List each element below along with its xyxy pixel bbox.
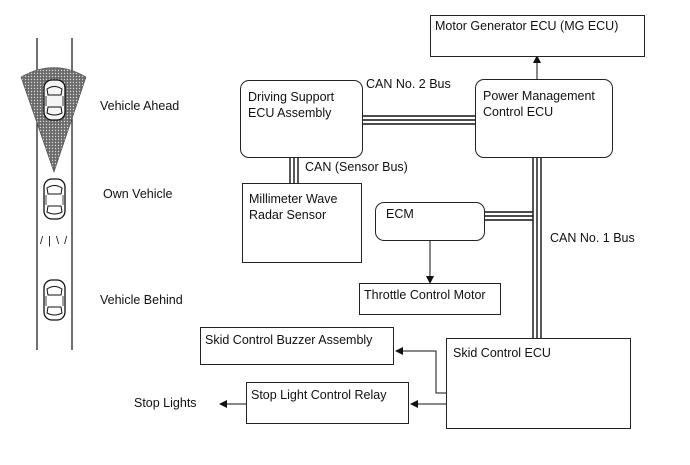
can1-bus bbox=[532, 157, 542, 339]
ecm-label: ECM bbox=[386, 207, 414, 221]
power-management-ecu-box: Power Management Control ECU bbox=[475, 79, 613, 158]
radar-sensor-box: Millimeter Wave Radar Sensor bbox=[242, 183, 362, 263]
stop-light-relay-label: Stop Light Control Relay bbox=[251, 388, 387, 402]
car-ahead-icon bbox=[43, 79, 66, 121]
arrow-skid-to-buzzer bbox=[395, 347, 446, 394]
skid-control-ecu-box: Skid Control ECU bbox=[446, 338, 631, 429]
throttle-motor-box: Throttle Control Motor bbox=[359, 283, 501, 315]
driving-support-ecu-box: Driving Support ECU Assembly bbox=[240, 80, 363, 158]
ecm-bus-branch bbox=[484, 211, 533, 221]
ecm-box: ECM bbox=[375, 202, 485, 241]
throttle-motor-label: Throttle Control Motor bbox=[364, 288, 486, 302]
can-sensor-bus bbox=[289, 158, 299, 183]
stop-lights-label: Stop Lights bbox=[134, 396, 197, 410]
own-vehicle-label: Own Vehicle bbox=[103, 187, 173, 201]
rear-beam-marks: / | \ / bbox=[40, 235, 69, 247]
radar-sensor-label: Millimeter Wave Radar Sensor bbox=[249, 192, 338, 222]
skid-buzzer-box: Skid Control Buzzer Assembly bbox=[200, 327, 394, 365]
car-own-icon bbox=[43, 178, 66, 220]
can1-bus-label: CAN No. 1 Bus bbox=[550, 231, 635, 245]
skid-control-ecu-label: Skid Control ECU bbox=[453, 346, 551, 360]
can2-bus bbox=[363, 115, 475, 125]
stop-light-relay-box: Stop Light Control Relay bbox=[246, 382, 409, 424]
can2-bus-label: CAN No. 2 Bus bbox=[366, 77, 451, 91]
mg-ecu-box: Motor Generator ECU (MG ECU) bbox=[430, 15, 645, 57]
can-sensor-bus-label: CAN (Sensor Bus) bbox=[305, 160, 408, 174]
skid-buzzer-label: Skid Control Buzzer Assembly bbox=[205, 333, 373, 347]
vehicle-behind-label: Vehicle Behind bbox=[100, 293, 183, 307]
vehicle-ahead-label: Vehicle Ahead bbox=[100, 99, 180, 113]
mg-ecu-label: Motor Generator ECU (MG ECU) bbox=[435, 19, 619, 33]
power-management-ecu-label: Power Management Control ECU bbox=[483, 89, 595, 119]
car-behind-icon bbox=[43, 279, 66, 321]
driving-support-ecu-label: Driving Support ECU Assembly bbox=[248, 90, 335, 120]
